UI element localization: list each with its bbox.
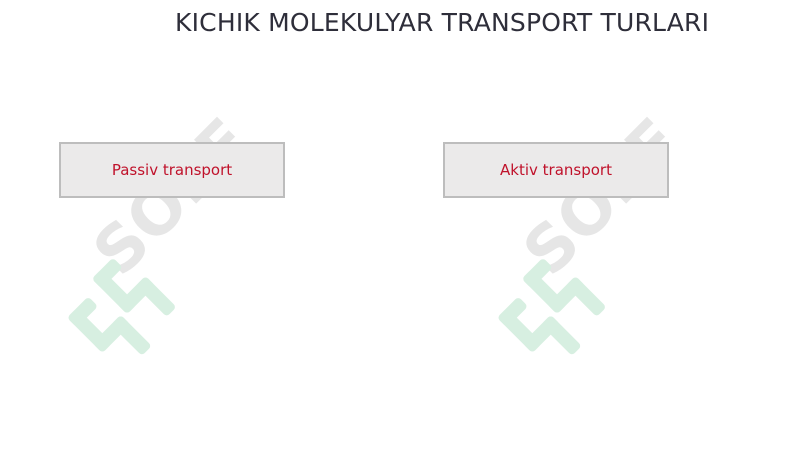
soff-logo-icon (498, 259, 605, 355)
passive-transport-box: Passiv transport (59, 142, 285, 198)
active-transport-box: Aktiv transport (443, 142, 669, 198)
active-transport-label: Aktiv transport (500, 161, 612, 179)
watermark-logo-right: SOFF (498, 105, 695, 355)
soff-logo-icon (68, 259, 175, 355)
watermark-logo-left: SOFF (68, 105, 265, 355)
passive-transport-label: Passiv transport (111, 161, 233, 179)
slide-title: KICHIK MOLEKULYAR TRANSPORT TURLARI (175, 8, 710, 37)
